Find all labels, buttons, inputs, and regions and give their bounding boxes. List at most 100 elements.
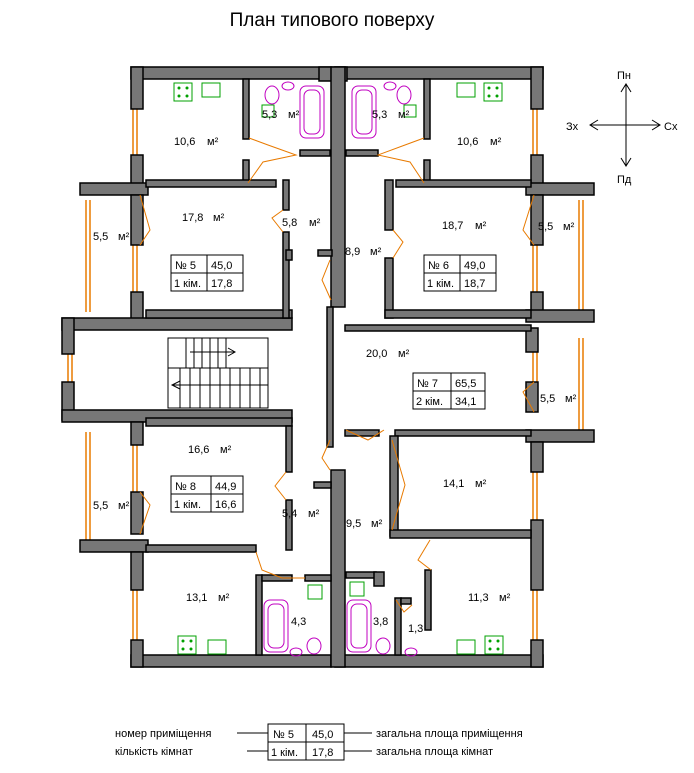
svg-text:м²: м² (398, 109, 410, 121)
doors (139, 137, 535, 613)
svg-text:м²: м² (475, 478, 487, 490)
compass-north: Пн (617, 70, 631, 82)
svg-text:16,6: 16,6 (215, 499, 236, 511)
svg-text:м²: м² (499, 592, 511, 604)
svg-text:м²: м² (118, 500, 130, 512)
svg-text:м²: м² (565, 393, 577, 405)
room-label: 5,5 м² (93, 500, 130, 512)
svg-text:18,7: 18,7 (464, 278, 485, 290)
svg-text:м²: м² (370, 246, 382, 258)
room-label: 20,0 м² (366, 348, 410, 360)
legend-number-label: номер приміщення (115, 728, 211, 740)
svg-text:45,0: 45,0 (312, 729, 333, 741)
svg-text:49,0: 49,0 (464, 260, 485, 272)
room-label: 5,3 м² (262, 109, 300, 121)
room-label: 3,8 (373, 616, 388, 628)
svg-text:5,5: 5,5 (93, 500, 108, 512)
svg-text:10,6: 10,6 (457, 136, 478, 148)
room-label: 8,9 м² (345, 246, 382, 258)
svg-text:45,0: 45,0 (211, 260, 232, 272)
svg-text:№ 6: № 6 (428, 260, 449, 272)
room-label: 16,6 м² (188, 444, 232, 456)
apartment-table: № 6 49,0 1 кім. 18,7 (423, 254, 497, 292)
svg-text:№ 8: № 8 (175, 481, 196, 493)
room-label: 5,5 м² (93, 231, 130, 243)
plan-title: План типового поверху (230, 10, 435, 31)
svg-text:18,7: 18,7 (442, 220, 463, 232)
room-label: 5,5 м² (538, 221, 575, 233)
svg-text:м²: м² (309, 217, 321, 229)
svg-text:м²: м² (220, 444, 232, 456)
legend-total-label: загальна площа приміщення (376, 728, 523, 740)
svg-text:16,6: 16,6 (188, 444, 209, 456)
svg-text:5,5: 5,5 (93, 231, 108, 243)
legend-rooms-label: кількість кімнат (115, 746, 193, 758)
svg-text:м²: м² (118, 231, 130, 243)
svg-text:м²: м² (308, 508, 320, 520)
room-label: 4,3 (291, 616, 306, 628)
room-label: 10,6 м² (457, 136, 502, 148)
svg-text:1 кім.: 1 кім. (174, 499, 201, 511)
room-label: 5,4 м² (282, 508, 320, 520)
legend-living-label: загальна площа кімнат (376, 746, 493, 758)
svg-text:44,9: 44,9 (215, 481, 236, 493)
svg-text:3,8: 3,8 (373, 616, 388, 628)
svg-text:65,5: 65,5 (455, 378, 476, 390)
svg-text:34,1: 34,1 (455, 396, 476, 408)
room-label: 1,3 (408, 623, 423, 635)
svg-text:5,8: 5,8 (282, 217, 297, 229)
fixtures (173, 81, 504, 657)
room-label: 17,8 м² (182, 212, 225, 224)
svg-text:м²: м² (218, 592, 230, 604)
svg-text:5,5: 5,5 (538, 221, 553, 233)
svg-text:17,8: 17,8 (182, 212, 203, 224)
svg-text:20,0: 20,0 (366, 348, 387, 360)
apartment-table: № 8 44,9 1 кім. 16,6 (170, 475, 244, 513)
svg-text:14,1: 14,1 (443, 478, 464, 490)
svg-text:11,3: 11,3 (468, 592, 489, 604)
svg-text:5,4: 5,4 (282, 508, 297, 520)
compass-east: Сх (664, 121, 678, 133)
room-label: 5,8 м² (282, 217, 321, 229)
svg-text:м²: м² (490, 136, 502, 148)
apartment-table: № 7 65,5 2 кім. 34,1 (412, 372, 486, 410)
staircase (167, 337, 269, 409)
compass-south: Пд (617, 174, 632, 186)
apartment-table: № 5 45,0 1 кім. 17,8 (170, 254, 244, 292)
svg-text:13,1: 13,1 (186, 592, 207, 604)
room-label: 18,7 м² (442, 220, 487, 232)
svg-text:5,5: 5,5 (540, 393, 555, 405)
windows (67, 108, 584, 640)
svg-text:4,3: 4,3 (291, 616, 306, 628)
room-label: 9,5 м² (346, 518, 383, 530)
svg-text:2 кім.: 2 кім. (416, 396, 443, 408)
room-label: 13,1 м² (186, 592, 230, 604)
svg-text:м²: м² (371, 518, 383, 530)
svg-text:17,8: 17,8 (211, 278, 232, 290)
svg-text:1,3: 1,3 (408, 623, 423, 635)
compass: Пн Пд Зх Сх (566, 70, 678, 186)
legend-sample-table: № 5 45,0 1 кім. 17,8 (267, 723, 345, 761)
svg-text:17,8: 17,8 (312, 747, 333, 759)
legend: номер приміщення кількість кімнат № 5 45… (115, 723, 523, 761)
svg-text:10,6: 10,6 (174, 136, 195, 148)
svg-text:8,9: 8,9 (345, 246, 360, 258)
room-label: 5,5 м² (540, 393, 577, 405)
svg-text:1 кім.: 1 кім. (271, 747, 298, 759)
svg-text:5,3: 5,3 (262, 109, 277, 121)
svg-text:м²: м² (563, 221, 575, 233)
svg-text:№ 7: № 7 (417, 378, 438, 390)
svg-text:9,5: 9,5 (346, 518, 361, 530)
svg-text:1 кім.: 1 кім. (174, 278, 201, 290)
svg-text:м²: м² (288, 109, 300, 121)
svg-text:м²: м² (398, 348, 410, 360)
svg-text:№ 5: № 5 (273, 729, 294, 741)
room-label: 14,1 м² (443, 478, 487, 490)
compass-west: Зх (566, 121, 579, 133)
svg-text:м²: м² (475, 220, 487, 232)
svg-text:м²: м² (213, 212, 225, 224)
